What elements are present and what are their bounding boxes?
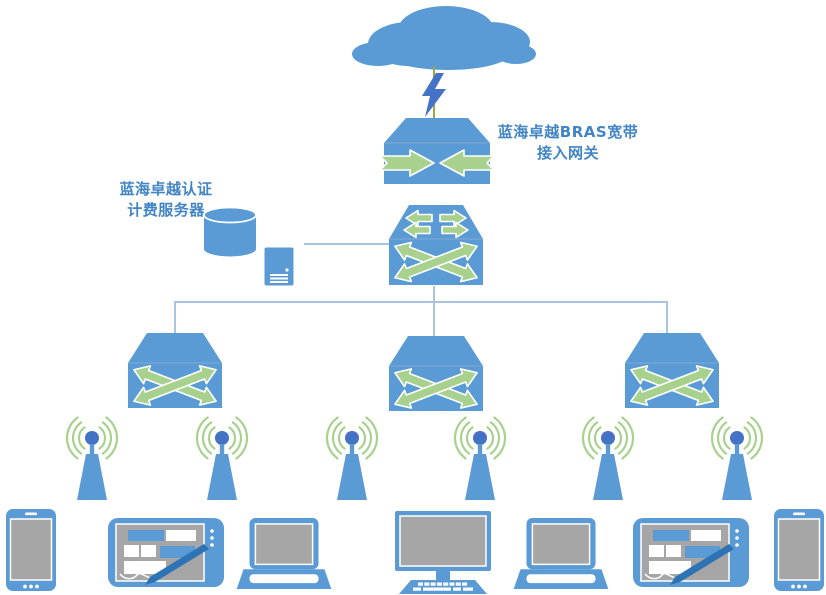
core-switch-icon	[389, 205, 483, 285]
bus-center-switch-drop-line	[433, 301, 435, 337]
bras-gateway-icon	[379, 118, 495, 184]
wifi-signal-icon	[195, 416, 249, 460]
lightning-bolt-icon	[422, 73, 446, 117]
wireless-ap-icon-2	[195, 416, 249, 500]
bras-gateway-label: 蓝海卓越BRAS宽带 接入网关	[487, 122, 649, 164]
stylus-icon	[145, 544, 209, 585]
auth-server-label: 蓝海卓越认证 计费服务器	[90, 179, 242, 221]
wifi-signal-icon	[453, 416, 507, 460]
auth-server-label-line1: 蓝海卓越认证	[119, 180, 213, 198]
bras-gateway-label-line2: 接入网关	[536, 144, 599, 162]
access-switch-left-icon	[128, 333, 222, 408]
wireless-ap-icon-6	[710, 416, 764, 500]
server-tower-icon	[264, 247, 294, 286]
phone-speaker	[25, 512, 37, 516]
access-switch-center-icon	[389, 336, 483, 411]
wifi-signal-icon	[581, 416, 635, 460]
phone-speaker	[793, 512, 805, 516]
wifi-signal-icon	[325, 416, 379, 460]
laptop-screen	[531, 523, 591, 566]
stylus-icon	[670, 544, 734, 585]
laptop-keyboard	[526, 574, 596, 584]
switch-cross-arrows-icon	[394, 241, 478, 283]
access-switch-right-icon	[625, 333, 719, 408]
laptop-icon-left	[236, 517, 332, 590]
bras-gateway-label-line1: 蓝海卓越BRAS宽带	[497, 123, 639, 141]
laptop-icon-right	[513, 517, 609, 590]
distribution-bus-line	[174, 301, 668, 303]
laptop-keyboard	[249, 574, 319, 584]
wireless-ap-icon-5	[581, 416, 635, 500]
bus-right-switch-drop-line	[666, 301, 668, 334]
auth-server-label-line2: 计费服务器	[127, 201, 205, 219]
desktop-pc-icon	[395, 511, 491, 594]
database-cylinder-icon	[203, 206, 257, 257]
switch-top-arrows-icon	[403, 209, 469, 239]
switch-cross-arrows-icon	[133, 365, 217, 406]
internet-cloud-icon	[352, 6, 536, 70]
wireless-ap-icon-1	[65, 416, 119, 500]
pda-icon-left	[108, 518, 224, 587]
switch-cross-arrows-icon	[394, 368, 478, 409]
wireless-ap-icon-4	[453, 416, 507, 500]
wifi-signal-icon	[710, 416, 764, 460]
wireless-ap-icon-3	[325, 416, 379, 500]
switch-cross-arrows-icon	[630, 365, 714, 406]
wifi-signal-icon	[65, 416, 119, 460]
bus-left-switch-drop-line	[174, 301, 176, 334]
keyboard-icon	[399, 580, 487, 594]
laptop-screen	[254, 523, 314, 566]
smartphone-icon-left	[6, 509, 56, 591]
monitor-screen	[399, 515, 487, 567]
phone-screen	[9, 518, 53, 581]
phone-screen	[777, 518, 821, 581]
router-arrows-icon	[379, 149, 495, 177]
server-core-connector-line	[304, 243, 389, 245]
core-bus-connector-line	[433, 286, 435, 302]
pda-icon-right	[633, 518, 749, 587]
smartphone-icon-right	[774, 509, 824, 591]
